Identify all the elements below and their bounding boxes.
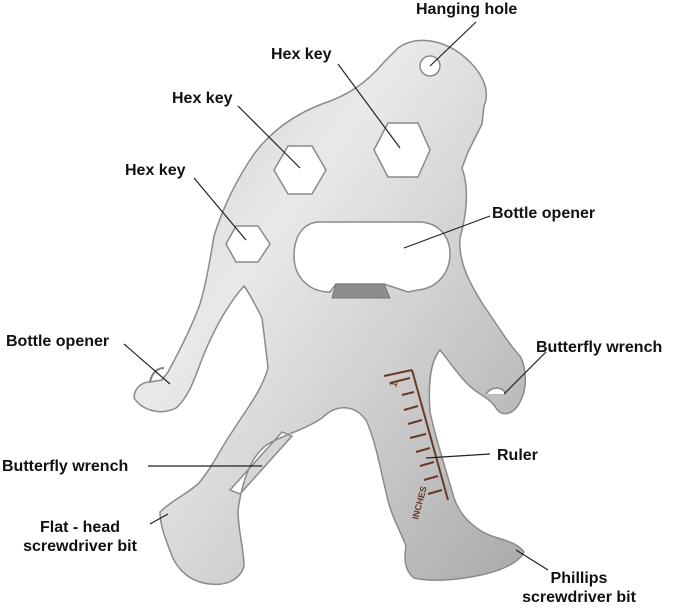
label-bottle-opener-right: Bottle opener [492, 204, 595, 223]
leader-phillips [516, 550, 548, 570]
label-flat-head-screwdriver: Flat - head screwdriver bit [0, 518, 160, 556]
leader-bottle-opener-left [124, 344, 170, 384]
label-ruler: Ruler [497, 446, 538, 465]
label-butterfly-wrench-right: Butterfly wrench [536, 338, 662, 357]
label-hex-key-mid: Hex key [172, 89, 233, 108]
label-hex-key-low: Hex key [125, 161, 186, 180]
label-butterfly-wrench-left: Butterfly wrench [2, 457, 128, 476]
label-bottle-opener-left: Bottle opener [6, 332, 109, 351]
bottle-opener-lip [332, 284, 390, 298]
label-phillips-screwdriver: Phillips screwdriver bit [512, 569, 646, 607]
label-hex-key-top: Hex key [271, 45, 332, 64]
tool-body [134, 40, 525, 584]
label-hanging-hole: Hanging hole [416, 0, 517, 19]
label-phillips-line2: screwdriver bit [512, 588, 646, 607]
label-flat-head-line2: screwdriver bit [0, 537, 160, 556]
label-flat-head-line1: Flat - head [0, 518, 160, 537]
label-phillips-line1: Phillips [512, 569, 646, 588]
